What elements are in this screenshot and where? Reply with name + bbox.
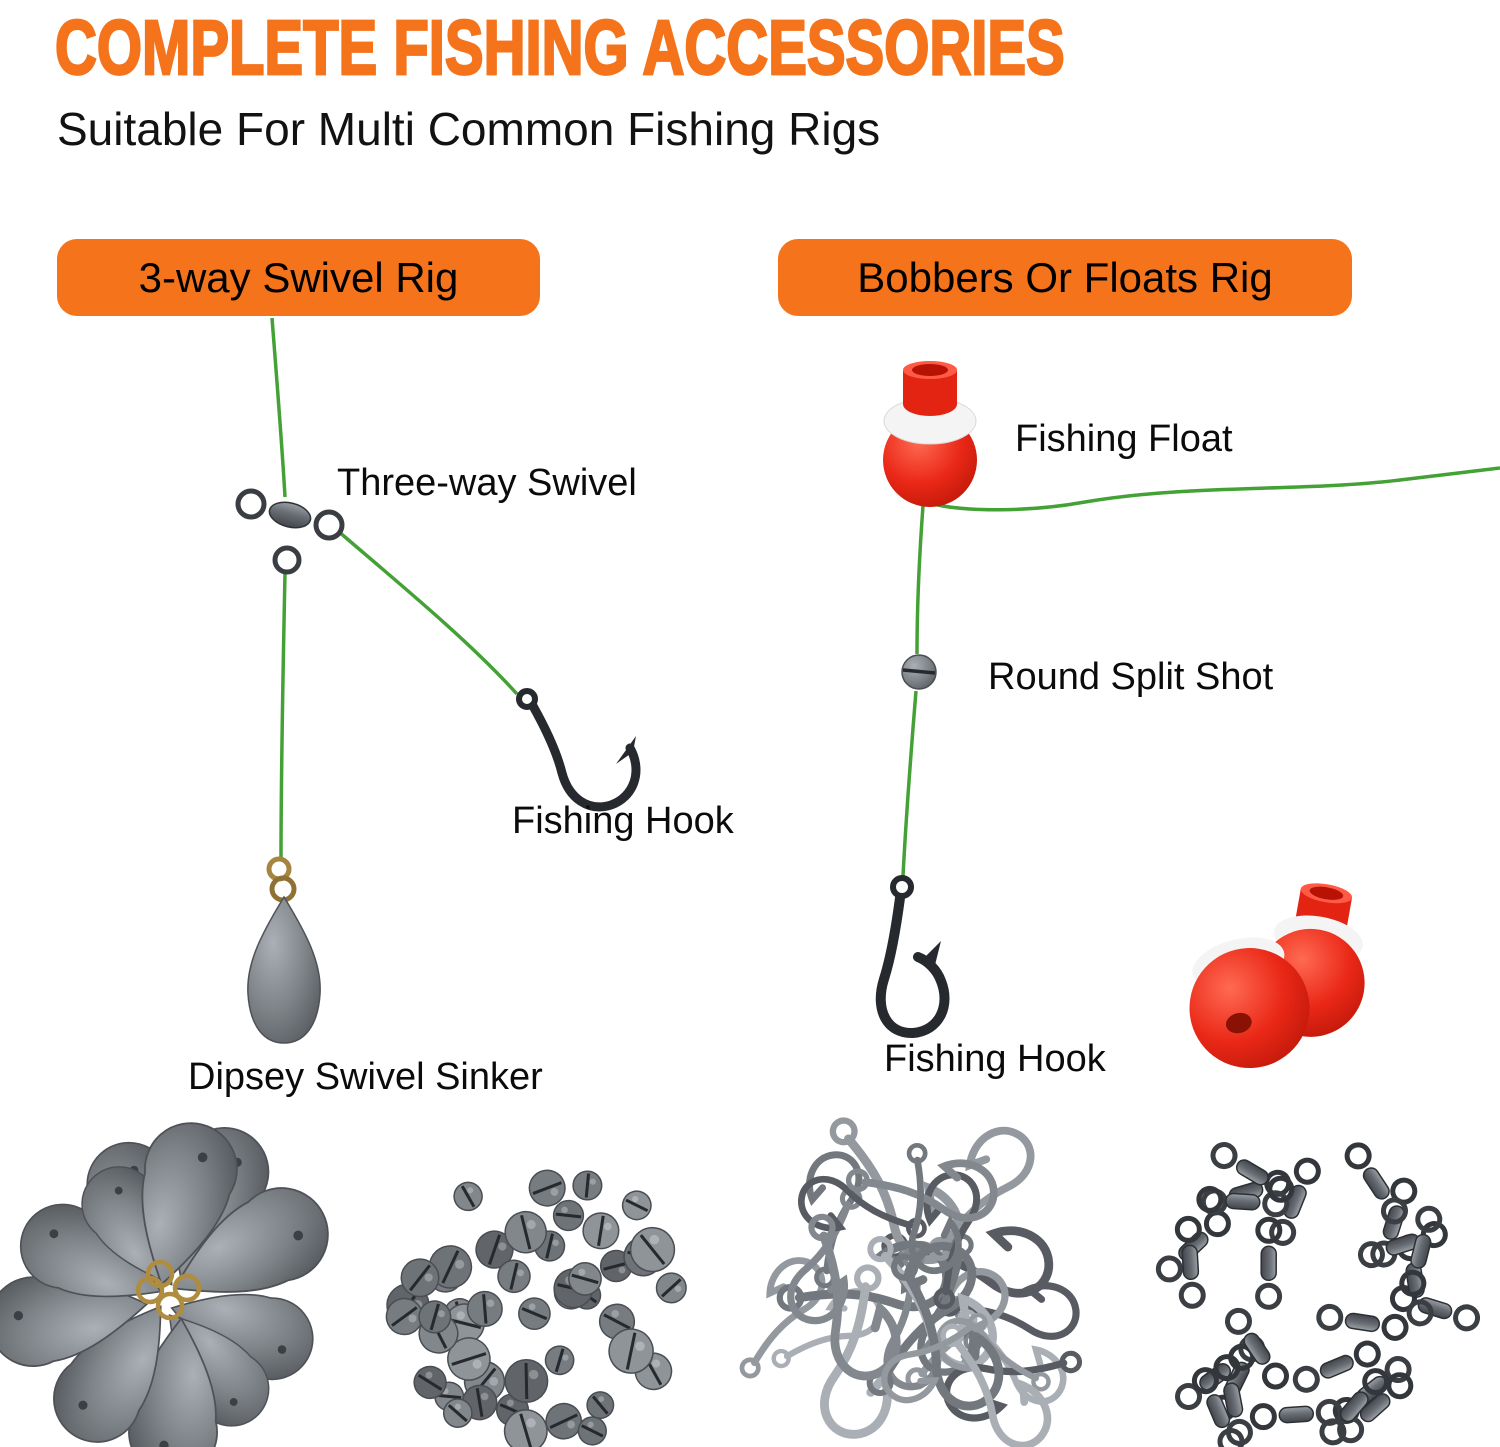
fishing-hook-icon-right [875, 875, 950, 1038]
hooks-pile-photo [739, 1117, 1083, 1447]
bobbers-pair-photo [1189, 883, 1365, 1069]
left-rig-title-badge: 3-way Swivel Rig [57, 239, 540, 316]
three-way-swivel-label: Three-way Swivel [337, 462, 637, 504]
swivels-pile-photo [1155, 1142, 1481, 1447]
fishing-hook-icon-left [516, 688, 641, 812]
round-split-shot-label: Round Split Shot [988, 656, 1274, 698]
fishing-hook-right-label: Fishing Hook [884, 1038, 1106, 1080]
right-rig-diagram [875, 361, 1500, 1069]
page-subtitle: Suitable For Multi Common Fishing Rigs [57, 103, 881, 155]
round-split-shot-icon [901, 654, 937, 690]
fishing-hook-left-label: Fishing Hook [512, 800, 734, 842]
dipsey-swivel-sinker-icon [247, 856, 321, 1044]
fishing-float-label: Fishing Float [1015, 418, 1233, 460]
fishing-float-icon [883, 361, 977, 507]
three-way-swivel-icon [235, 488, 345, 575]
dipsey-sinkers-pile-photo [0, 1122, 329, 1447]
right-rig-title-badge: Bobbers Or Floats Rig [778, 239, 1352, 316]
split-shots-pile-photo [385, 1169, 687, 1447]
dipsey-swivel-sinker-label: Dipsey Swivel Sinker [188, 1056, 543, 1098]
page-title: COMPLETE FISHING ACCESSORIES [54, 4, 1066, 92]
left-rig-diagram [235, 317, 641, 1044]
